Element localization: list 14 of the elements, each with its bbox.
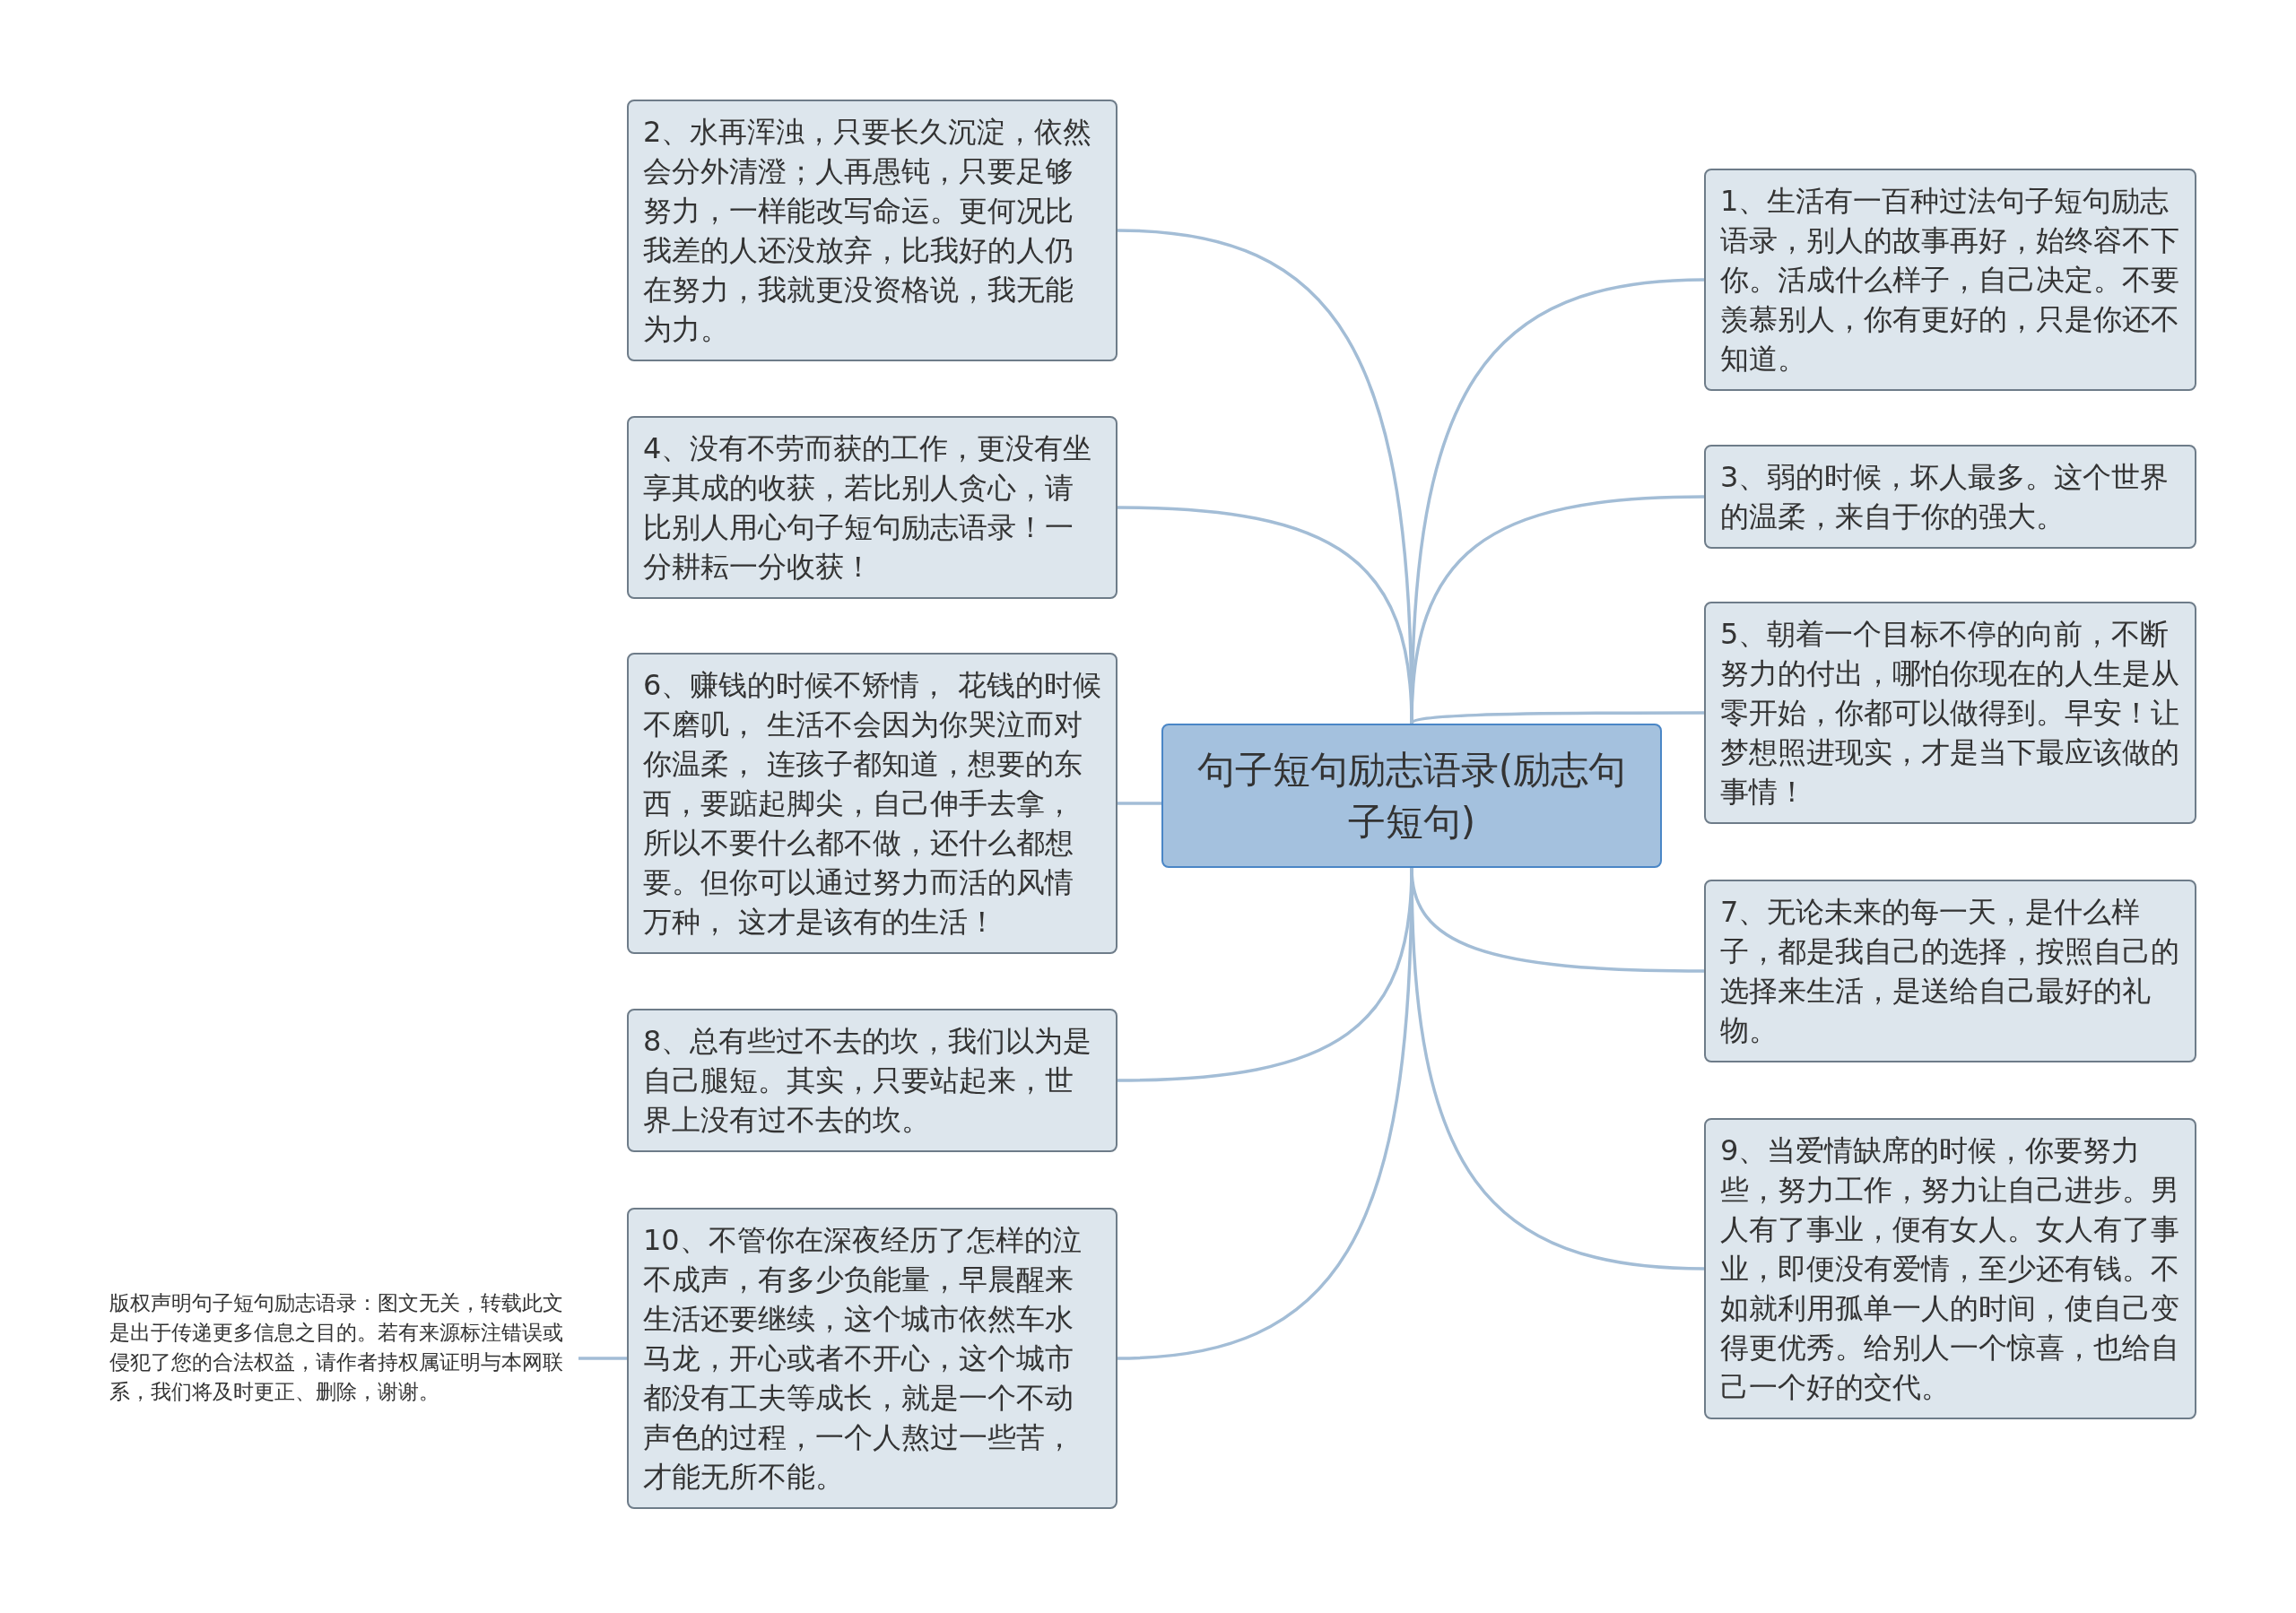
topic-box: 3、弱的时候，坏人最多。这个世界的温柔，来自于你的强大。 xyxy=(1704,445,2196,549)
topic-box: 6、赚钱的时候不矫情， 花钱的时候不磨叽， 生活不会因为你哭泣而对你温柔， 连孩子都知道，想要的东西，要踮起脚尖，自己伸手去拿，所以不要什么都不做，还什么都想要。但你可以通过努力而活的风情万种， 这才是该有的生活！ xyxy=(627,653,1118,954)
central-topic-box: 句子短句励志语录(励志句子短句) xyxy=(1161,724,1662,868)
topic-box: 2、水再浑浊，只要长久沉淀，依然会分外清澄；人再愚钝，只要足够努力，一样能改写命运。更何况比我差的人还没放弃，比我好的人仍在努力，我就更没资格说，我无能为力。 xyxy=(627,100,1118,361)
topic-box: 10、不管你在深夜经历了怎样的泣不成声，有多少负能量，早晨醒来生活还要继续，这个城市依然车水马龙，开心或者不开心，这个城市都没有工夫等成长，就是一个不动声色的过程，一个人熬过一些苦，才能无所不能。 xyxy=(627,1208,1118,1509)
connector-line xyxy=(578,1357,627,1360)
connector-line xyxy=(1118,802,1161,805)
topic-box: 7、无论未来的每一天，是什么样子，都是我自己的选择，按照自己的选择来生活，是送给自己最好的礼物。 xyxy=(1704,880,2196,1062)
topic-box: 4、没有不劳而获的工作，更没有坐享其成的收获，若比别人贪心，请比别人用心句子短句励志语录！一分耕耘一分收获！ xyxy=(627,416,1118,599)
topic-box: 9、当爱情缺席的时候，你要努力些，努力工作，努力让自己进步。男人有了事业，便有女人。女人有了事业，即便没有爱情，至少还有钱。不如就利用孤单一人的时间，使自己变得更优秀。给别人一个惊喜，也给自己一个好的交代。 xyxy=(1704,1118,2196,1419)
topic-box: 1、生活有一百种过法句子短句励志语录，别人的故事再好，始终容不下你。活成什么样子，自己决定。不要羡慕别人，你有更好的，只是你还不知道。 xyxy=(1704,169,2196,391)
topic-box: 8、总有些过不去的坎，我们以为是自己腿短。其实，只要站起来，世界上没有过不去的坎。 xyxy=(627,1009,1118,1152)
topic-box: 5、朝着一个目标不停的向前，不断努力的付出，哪怕你现在的人生是从零开始，你都可以做得到。早安！让梦想照进现实，才是当下最应该做的事情！ xyxy=(1704,602,2196,824)
copyright-note: 版权声明句子短句励志语录：图文无关，转载此文是出于传递更多信息之目的。若有来源标注错误或侵犯了您的合法权益，请作者持权属证明与本网联系，我们将及时更正、删除，谢谢。 xyxy=(109,1288,578,1407)
